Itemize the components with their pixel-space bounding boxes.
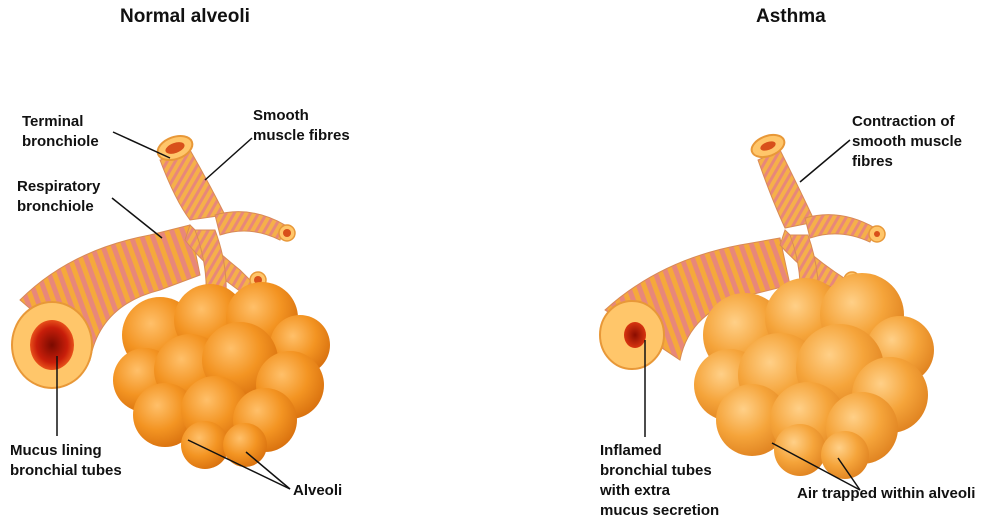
smooth-muscle-label: Smooth muscle fibres <box>253 106 350 146</box>
asthma-alveoli-cluster <box>694 273 934 479</box>
contraction-leader <box>800 140 850 182</box>
smooth-muscle-leader <box>205 138 252 180</box>
respiratory-bronchiole-leader <box>112 198 162 238</box>
air-trapped-label: Air trapped within alveoli <box>797 484 975 504</box>
inflamed-label: Inflamed bronchial tubes with extra mucu… <box>600 441 719 521</box>
terminal-bronchiole-label: Terminal bronchiole <box>22 112 99 152</box>
respiratory-bronchiole-label: Respiratory bronchiole <box>17 177 100 217</box>
contraction-label: Contraction of smooth muscle fibres <box>852 112 962 172</box>
alveoli-label: Alveoli <box>293 481 342 501</box>
mucus-lining-label: Mucus lining bronchial tubes <box>10 441 122 481</box>
normal-alveoli-cluster <box>113 282 330 469</box>
